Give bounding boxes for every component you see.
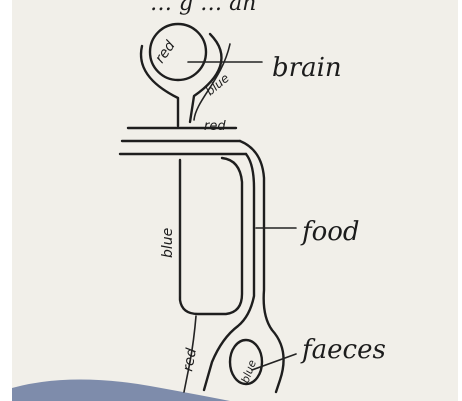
faeces-label: faeces [300, 335, 386, 365]
left-blue-label: blue [160, 228, 176, 258]
food-label: food [300, 217, 360, 247]
top-cutoff-text: … g … an [150, 0, 256, 16]
brain-label: brain [272, 53, 342, 83]
paper-sheet [12, 0, 458, 401]
horizontal-red-label: red [204, 119, 226, 134]
